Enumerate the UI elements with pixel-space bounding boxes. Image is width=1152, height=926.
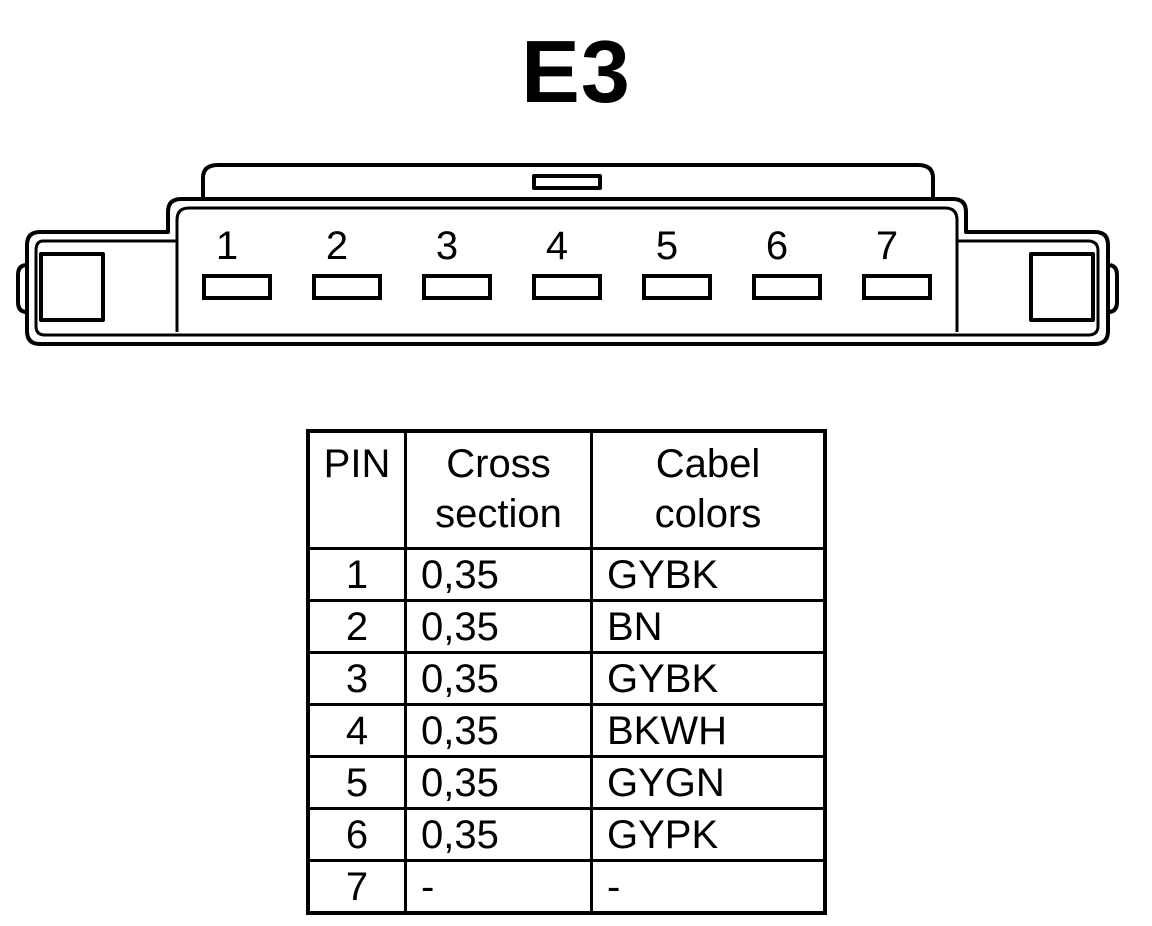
row-cable-color: BN — [590, 599, 827, 654]
pin-slot-6 — [752, 274, 822, 300]
row-pin: 2 — [306, 599, 407, 654]
pin-slot-1 — [202, 274, 272, 300]
right-lock-window — [1029, 252, 1095, 322]
row-cross-section: 0,35 — [404, 807, 593, 862]
pin-number-label: 5 — [656, 224, 678, 268]
row-cable-color: GYBK — [590, 651, 827, 706]
header-cross-section: Cross section — [404, 429, 593, 550]
connector-diagram: 1 2 3 4 5 6 7 — [16, 163, 1119, 346]
row-cable-color: GYBK — [590, 547, 827, 602]
pin-slot-4 — [532, 274, 602, 300]
row-cross-section: 0,35 — [404, 651, 593, 706]
connector-latch-bar — [201, 163, 935, 197]
row-pin: 6 — [306, 807, 407, 862]
row-pin: 5 — [306, 755, 407, 810]
connector-body-inner — [34, 206, 1100, 337]
header-cable-colors-line-2: colors — [654, 492, 762, 536]
row-pin: 3 — [306, 651, 407, 706]
header-pin: PIN — [306, 429, 407, 550]
table-row: 7 - - — [306, 859, 827, 915]
row-cross-section: 0,35 — [404, 547, 593, 602]
pin-assignment-table: PIN Cross section Cabel colors 1 0,35 GY… — [306, 429, 827, 915]
row-pin: 4 — [306, 703, 407, 758]
header-cross-section-line-2: section — [435, 492, 562, 536]
header-cross-section-line-1: Cross — [446, 442, 551, 486]
pin-number-label: 2 — [326, 224, 348, 268]
row-cross-section: - — [404, 859, 593, 915]
connector-body-outline — [25, 197, 1110, 346]
header-cable-colors-line-1: Cabel — [655, 442, 761, 486]
row-cross-section: 0,35 — [404, 703, 593, 758]
row-pin: 7 — [306, 859, 407, 915]
connector-latch-tab — [532, 174, 602, 190]
table-row: 1 0,35 GYBK — [306, 547, 827, 602]
left-ear — [16, 263, 28, 314]
row-cable-color: GYGN — [590, 755, 827, 810]
pin-number-label: 4 — [546, 224, 568, 268]
row-cross-section: 0,35 — [404, 755, 593, 810]
row-cable-color: GYPK — [590, 807, 827, 862]
right-ear — [1107, 263, 1119, 314]
row-pin: 1 — [306, 547, 407, 602]
table-row: 2 0,35 BN — [306, 599, 827, 654]
pin-number-label: 6 — [766, 224, 788, 268]
pin-number-label: 3 — [436, 224, 458, 268]
table-row: 6 0,35 GYPK — [306, 807, 827, 862]
row-cable-color: - — [590, 859, 827, 915]
connector-title: E3 — [521, 22, 631, 121]
row-cross-section: 0,35 — [404, 599, 593, 654]
table-row: 5 0,35 GYGN — [306, 755, 827, 810]
table-row: 3 0,35 GYBK — [306, 651, 827, 706]
pin-slot-7 — [862, 274, 932, 300]
pin-number-label: 7 — [876, 224, 898, 268]
table-row: 4 0,35 BKWH — [306, 703, 827, 758]
pin-slot-5 — [642, 274, 712, 300]
pin-slot-2 — [312, 274, 382, 300]
row-cable-color: BKWH — [590, 703, 827, 758]
pin-slot-3 — [422, 274, 492, 300]
header-cable-colors: Cabel colors — [590, 429, 827, 550]
table-header-row: PIN Cross section Cabel colors — [306, 429, 827, 550]
pin-number-label: 1 — [216, 224, 238, 268]
left-lock-window — [39, 252, 105, 322]
